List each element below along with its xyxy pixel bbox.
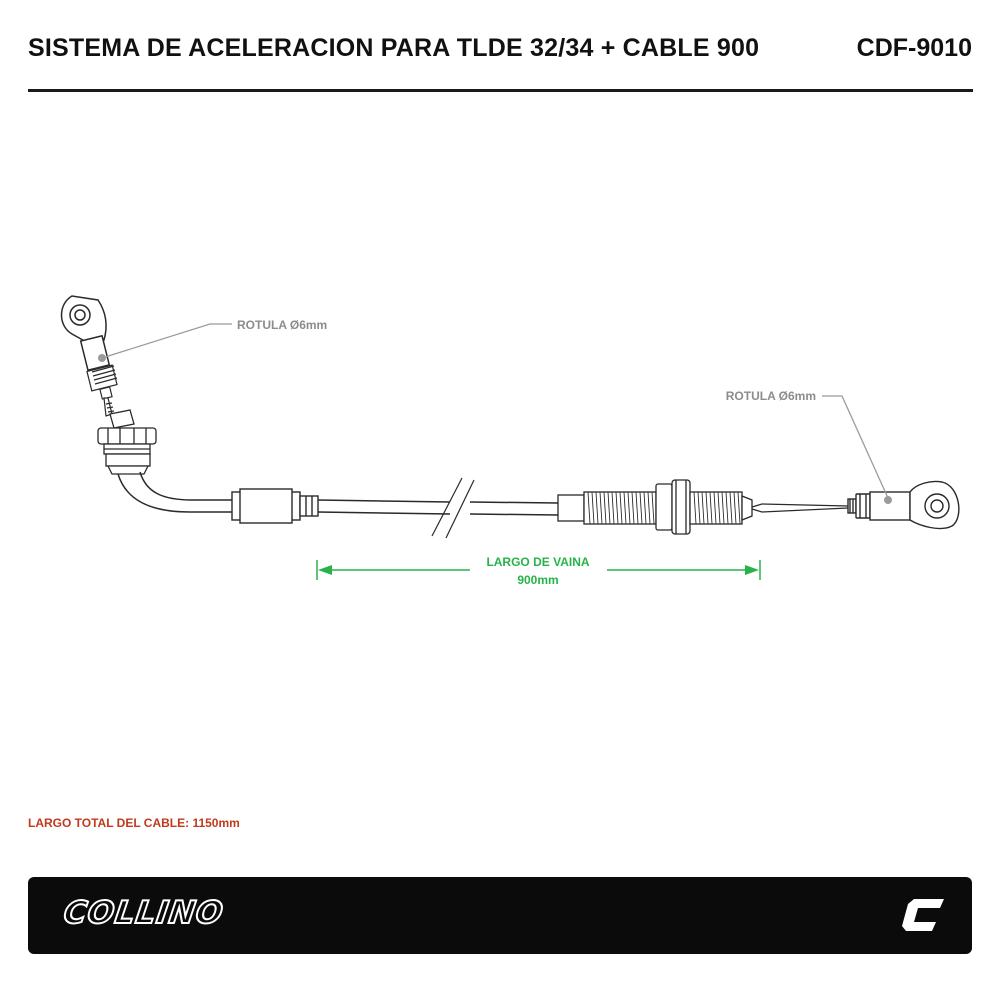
left-fitting bbox=[97, 409, 157, 475]
thread-line bbox=[615, 491, 619, 525]
left-rod-end-label: ROTULA Ø6mm bbox=[237, 318, 327, 332]
thread-line bbox=[701, 491, 705, 525]
thread-line bbox=[713, 491, 717, 525]
thread-line bbox=[611, 491, 615, 525]
sheath-bend bbox=[117, 471, 232, 513]
thread-line bbox=[721, 491, 725, 525]
thread-line bbox=[693, 491, 697, 525]
sheath-length-label: LARGO DE VAINA bbox=[486, 555, 589, 569]
left-rod-end-callout: ROTULA Ø6mm bbox=[98, 318, 327, 362]
inner-wire bbox=[751, 503, 849, 513]
thread-line bbox=[709, 491, 713, 525]
brand-mark-icon bbox=[902, 899, 944, 931]
thread-line bbox=[717, 491, 721, 525]
right-rod-end-label: ROTULA Ø6mm bbox=[726, 389, 816, 403]
total-length-note: LARGO TOTAL DEL CABLE: 1150mm bbox=[28, 816, 240, 830]
thread-line bbox=[607, 491, 611, 525]
thread-line bbox=[725, 491, 729, 525]
thread-line bbox=[737, 491, 741, 525]
thread-line bbox=[635, 491, 639, 525]
thread-line bbox=[603, 491, 607, 525]
thread-line bbox=[627, 491, 631, 525]
thread-line bbox=[595, 491, 599, 525]
thread-line bbox=[599, 491, 603, 525]
header: SISTEMA DE ACELERACION PARA TLDE 32/34 +… bbox=[28, 34, 972, 74]
thread-line bbox=[651, 491, 655, 525]
sheath-straight bbox=[317, 477, 559, 539]
right-rod-end bbox=[847, 480, 960, 530]
thread-line bbox=[643, 491, 647, 525]
sheath-length-value: 900mm bbox=[517, 573, 558, 587]
right-rod-end-callout: ROTULA Ø6mm bbox=[726, 389, 892, 504]
brand-logo: COLLINO bbox=[60, 894, 227, 932]
thread-line bbox=[623, 491, 627, 525]
right-adjuster bbox=[557, 479, 753, 535]
footer-bar: COLLINO bbox=[28, 877, 972, 954]
page-title: SISTEMA DE ACELERACION PARA TLDE 32/34 +… bbox=[28, 34, 760, 62]
thread-line bbox=[587, 491, 591, 525]
left-stud bbox=[86, 364, 118, 417]
sheath-length-dimension: LARGO DE VAINA 900mm bbox=[316, 555, 761, 587]
header-divider bbox=[28, 89, 973, 92]
thread-line bbox=[639, 491, 643, 525]
thread-line bbox=[619, 491, 623, 525]
thread-line bbox=[733, 491, 737, 525]
sheath-ferrule bbox=[231, 488, 319, 524]
thread-line bbox=[705, 491, 709, 525]
thread-line bbox=[591, 491, 595, 525]
product-code: CDF-9010 bbox=[856, 34, 972, 62]
thread-line bbox=[647, 491, 651, 525]
thread-line bbox=[631, 491, 635, 525]
thread-line bbox=[697, 491, 701, 525]
thread-line bbox=[729, 491, 733, 525]
